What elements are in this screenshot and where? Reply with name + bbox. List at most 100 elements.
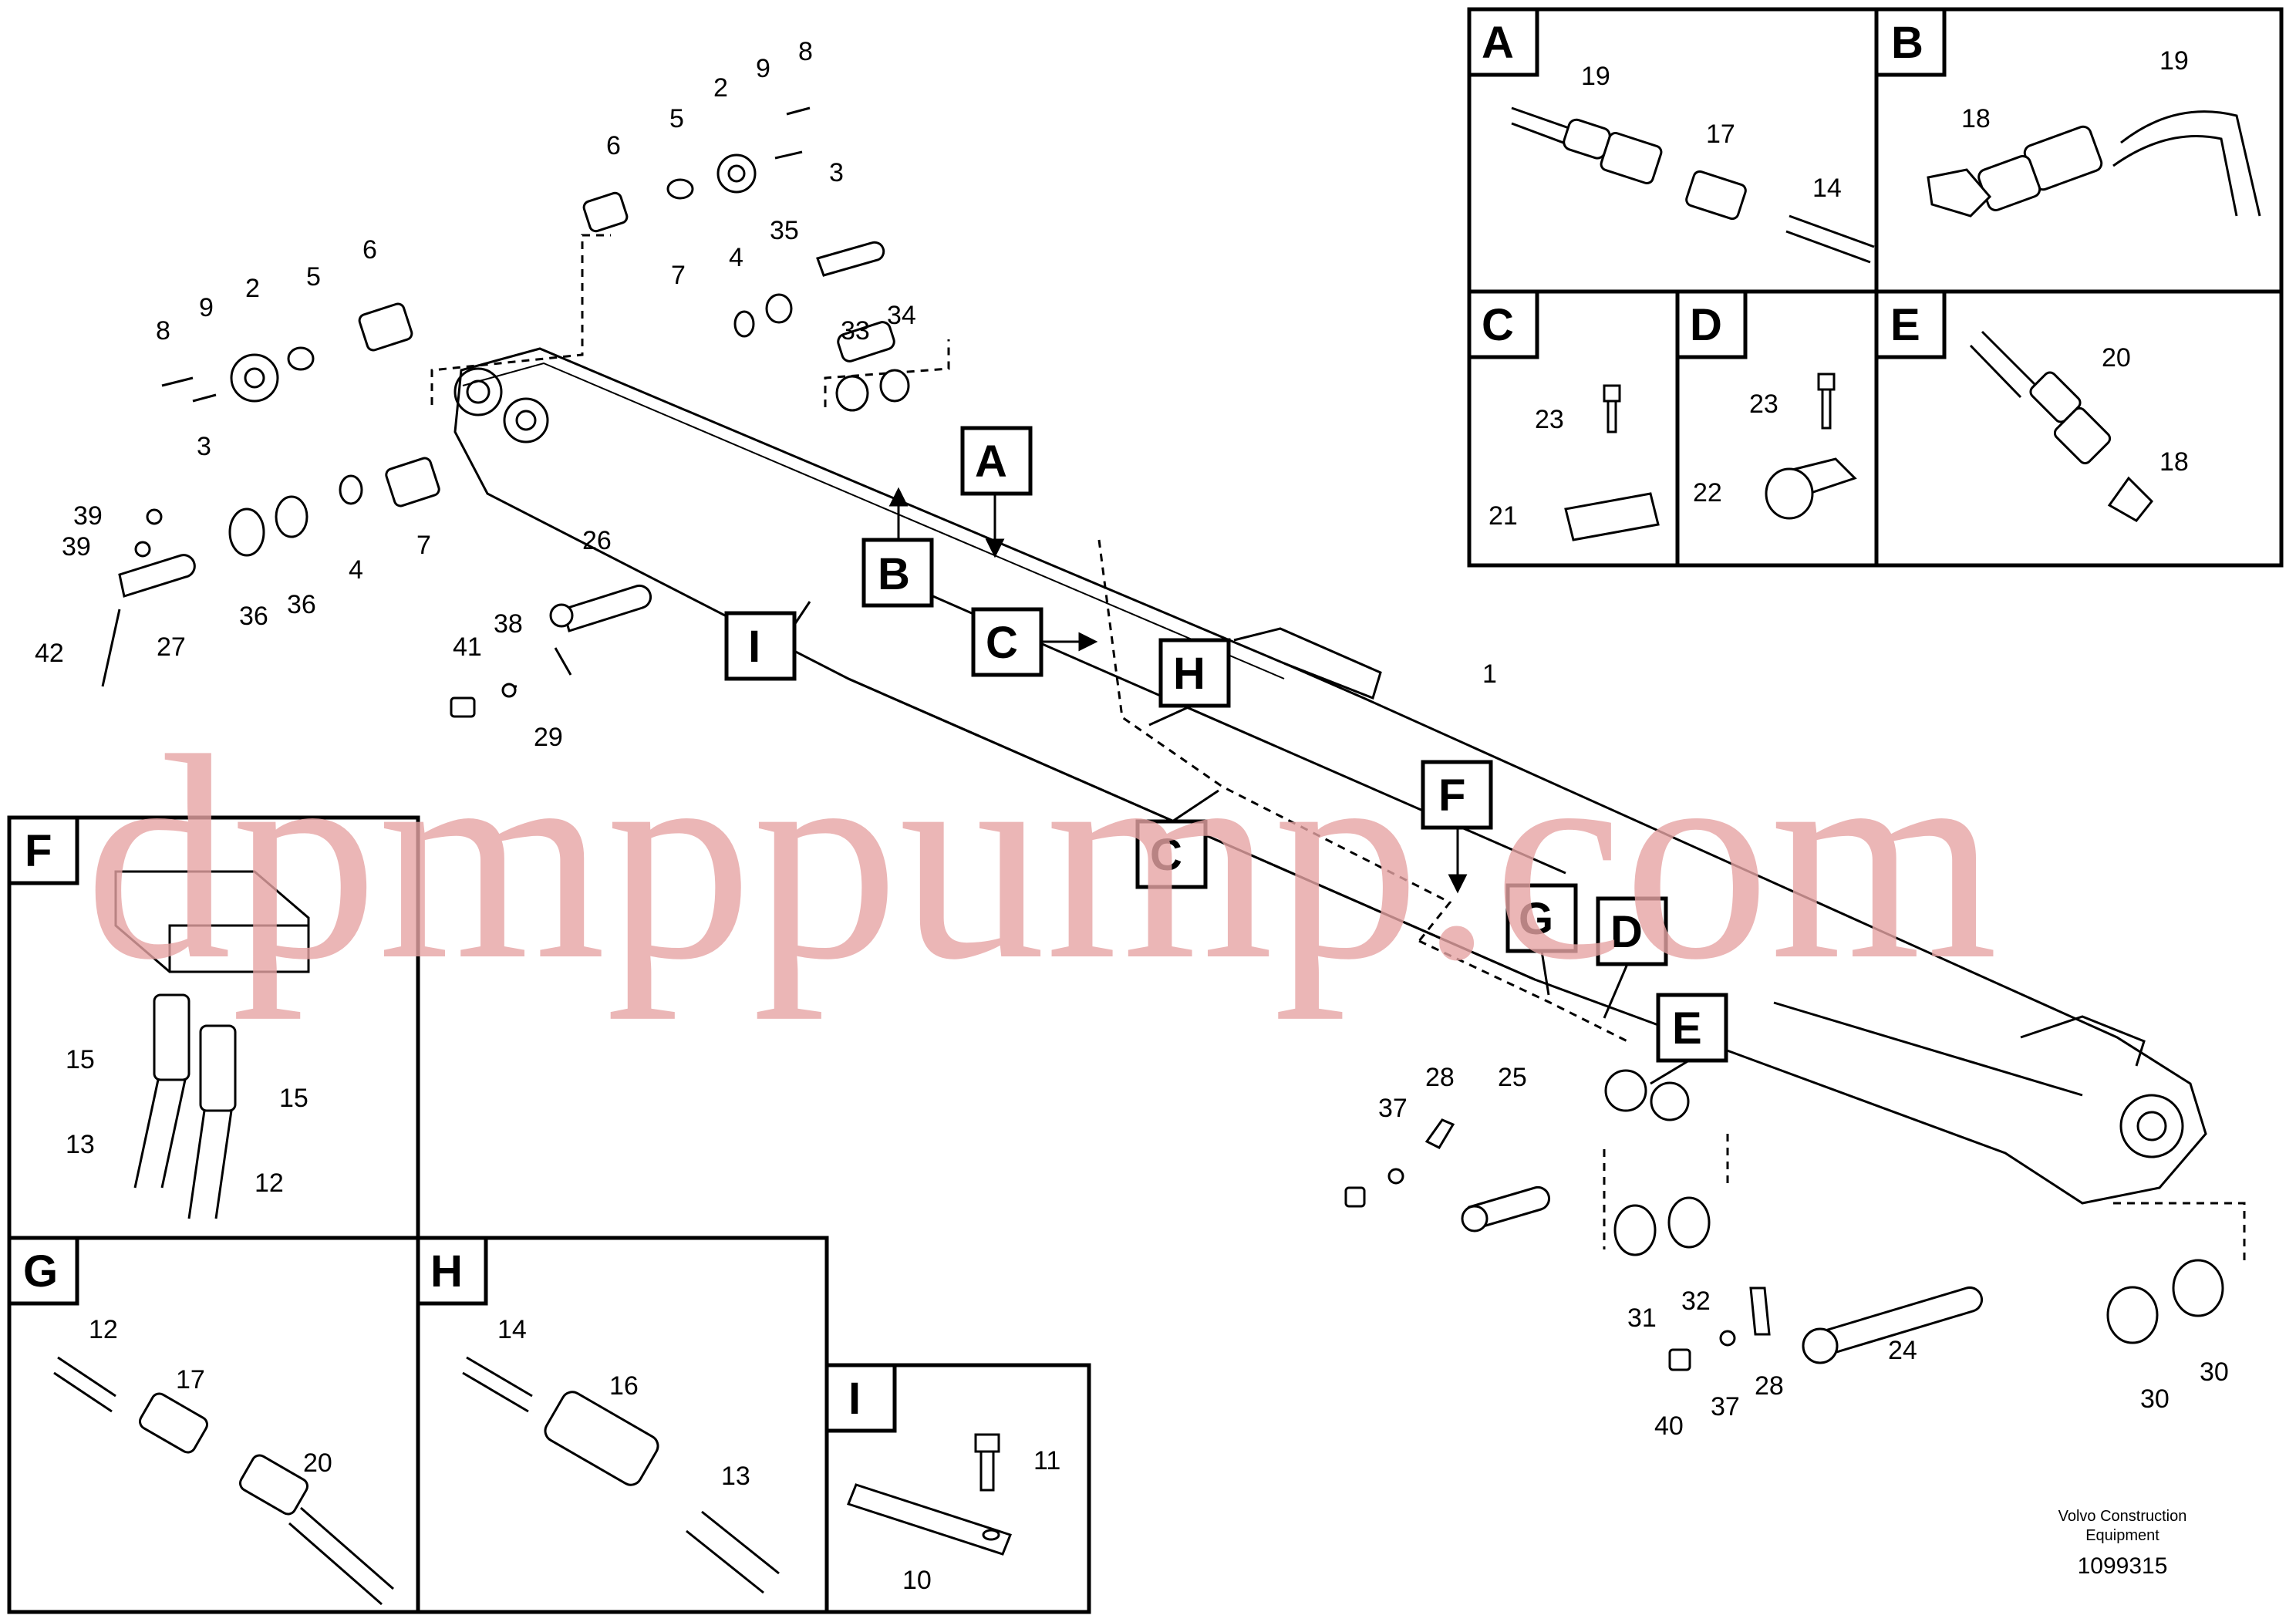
callout: 4 xyxy=(349,555,363,585)
svg-text:D: D xyxy=(1610,907,1643,957)
callout: 39 xyxy=(62,532,91,561)
callout: 32 xyxy=(1681,1286,1711,1316)
marker-b: B xyxy=(861,538,934,608)
callout: 30 xyxy=(2200,1357,2229,1387)
marker-c-lower: C xyxy=(1135,819,1208,889)
callout: 27 xyxy=(157,632,186,662)
callout: 8 xyxy=(798,37,813,66)
pin-group-left xyxy=(101,302,440,687)
callout: 7 xyxy=(671,261,686,290)
svg-text:B: B xyxy=(1891,18,1923,68)
marker-i: I xyxy=(724,611,797,681)
svg-text:19: 19 xyxy=(2159,46,2189,76)
callout: 6 xyxy=(362,235,377,265)
svg-text:18: 18 xyxy=(1961,104,1991,133)
svg-text:21: 21 xyxy=(1489,501,1518,531)
svg-text:15: 15 xyxy=(66,1045,95,1074)
callout: 24 xyxy=(1888,1336,1917,1365)
callout: 25 xyxy=(1498,1063,1527,1092)
callout: 42 xyxy=(35,639,64,668)
credit-block: Volvo Construction Equipment 1099315 xyxy=(2058,1508,2187,1579)
callout: 37 xyxy=(1378,1094,1408,1123)
svg-text:Equipment: Equipment xyxy=(2085,1527,2159,1544)
pin-group-upper xyxy=(582,106,895,363)
detail-e: E 20 18 xyxy=(1874,289,2284,568)
callout: 6 xyxy=(606,131,621,160)
marker-g: G xyxy=(1505,883,1578,953)
svg-text:B: B xyxy=(878,549,910,599)
callout: 41 xyxy=(453,632,482,662)
svg-text:14: 14 xyxy=(497,1315,527,1344)
callout: 9 xyxy=(199,293,214,322)
svg-text:11: 11 xyxy=(1033,1446,1060,1475)
marker-d: D xyxy=(1596,896,1668,966)
detail-b: B 19 18 xyxy=(1874,7,2284,294)
callout: 26 xyxy=(582,526,612,555)
svg-text:18: 18 xyxy=(2159,447,2189,477)
callout: 5 xyxy=(306,262,321,292)
marker-a: A xyxy=(960,426,1033,496)
svg-text:17: 17 xyxy=(1706,120,1735,149)
svg-text:A: A xyxy=(1482,18,1514,68)
callout: 2 xyxy=(245,274,260,303)
callout: 31 xyxy=(1627,1303,1657,1333)
detail-a: A 19 17 14 xyxy=(1467,7,1879,294)
pin-group-center xyxy=(450,369,910,718)
marker-h: H xyxy=(1158,638,1231,708)
svg-text:I: I xyxy=(748,622,760,672)
callout: 1 xyxy=(1482,659,1497,689)
callout: 28 xyxy=(1755,1371,1784,1401)
callout: 4 xyxy=(729,243,743,272)
callout: 37 xyxy=(1711,1392,1740,1421)
pin-group-lower-right xyxy=(1344,1118,2224,1371)
dashed-leaders xyxy=(430,234,2246,1265)
svg-text:G: G xyxy=(1519,894,1553,944)
svg-text:C: C xyxy=(986,618,1018,668)
svg-text:16: 16 xyxy=(609,1371,639,1401)
svg-text:F: F xyxy=(1438,771,1465,821)
callout: 3 xyxy=(829,158,844,187)
detail-c: C 23 21 xyxy=(1467,289,1680,568)
callout: 7 xyxy=(416,531,431,560)
arm-assembly xyxy=(453,347,2207,1205)
svg-text:20: 20 xyxy=(2102,343,2131,373)
svg-text:15: 15 xyxy=(279,1084,308,1113)
svg-text:I: I xyxy=(848,1374,861,1424)
callout: 34 xyxy=(887,301,916,330)
main-callouts: 8 9 2 5 6 3 8 9 2 5 6 3 7 4 35 33 34 39 … xyxy=(35,37,2229,1441)
callout: 40 xyxy=(1654,1411,1684,1441)
detail-d: D 23 22 xyxy=(1675,289,1879,568)
svg-text:G: G xyxy=(23,1246,58,1297)
svg-text:D: D xyxy=(1690,300,1722,350)
callout: 9 xyxy=(756,54,770,83)
svg-text:C: C xyxy=(1482,300,1514,350)
svg-text:17: 17 xyxy=(176,1365,205,1394)
detail-h: H 14 16 13 xyxy=(416,1236,829,1614)
detail-f: F 15 15 13 12 xyxy=(7,815,420,1240)
svg-text:23: 23 xyxy=(1535,405,1564,434)
callout: 30 xyxy=(2140,1384,2170,1414)
callout: 3 xyxy=(197,432,211,461)
main-markers: A B C C H I F G D E xyxy=(724,426,1728,1063)
callout: 29 xyxy=(534,723,563,752)
marker-f: F xyxy=(1421,760,1493,830)
svg-text:20: 20 xyxy=(303,1448,332,1478)
watermark: dpmppump.com xyxy=(85,696,1998,1020)
svg-text:H: H xyxy=(1173,649,1205,699)
callout: 35 xyxy=(770,216,799,245)
svg-text:10: 10 xyxy=(902,1566,932,1595)
svg-text:E: E xyxy=(1672,1003,1702,1054)
detail-i: I 11 10 xyxy=(824,1363,1091,1614)
svg-text:H: H xyxy=(430,1246,463,1297)
marker-arrows xyxy=(793,487,1690,1085)
marker-e: E xyxy=(1656,993,1728,1063)
callout: 36 xyxy=(287,590,316,619)
svg-text:19: 19 xyxy=(1581,62,1610,91)
callout: 5 xyxy=(669,104,684,133)
svg-text:13: 13 xyxy=(721,1462,750,1491)
callout: 33 xyxy=(841,316,870,346)
svg-text:12: 12 xyxy=(89,1315,118,1344)
callout: 39 xyxy=(73,501,103,531)
callout: 8 xyxy=(156,316,170,346)
svg-text:14: 14 xyxy=(1812,174,1842,203)
